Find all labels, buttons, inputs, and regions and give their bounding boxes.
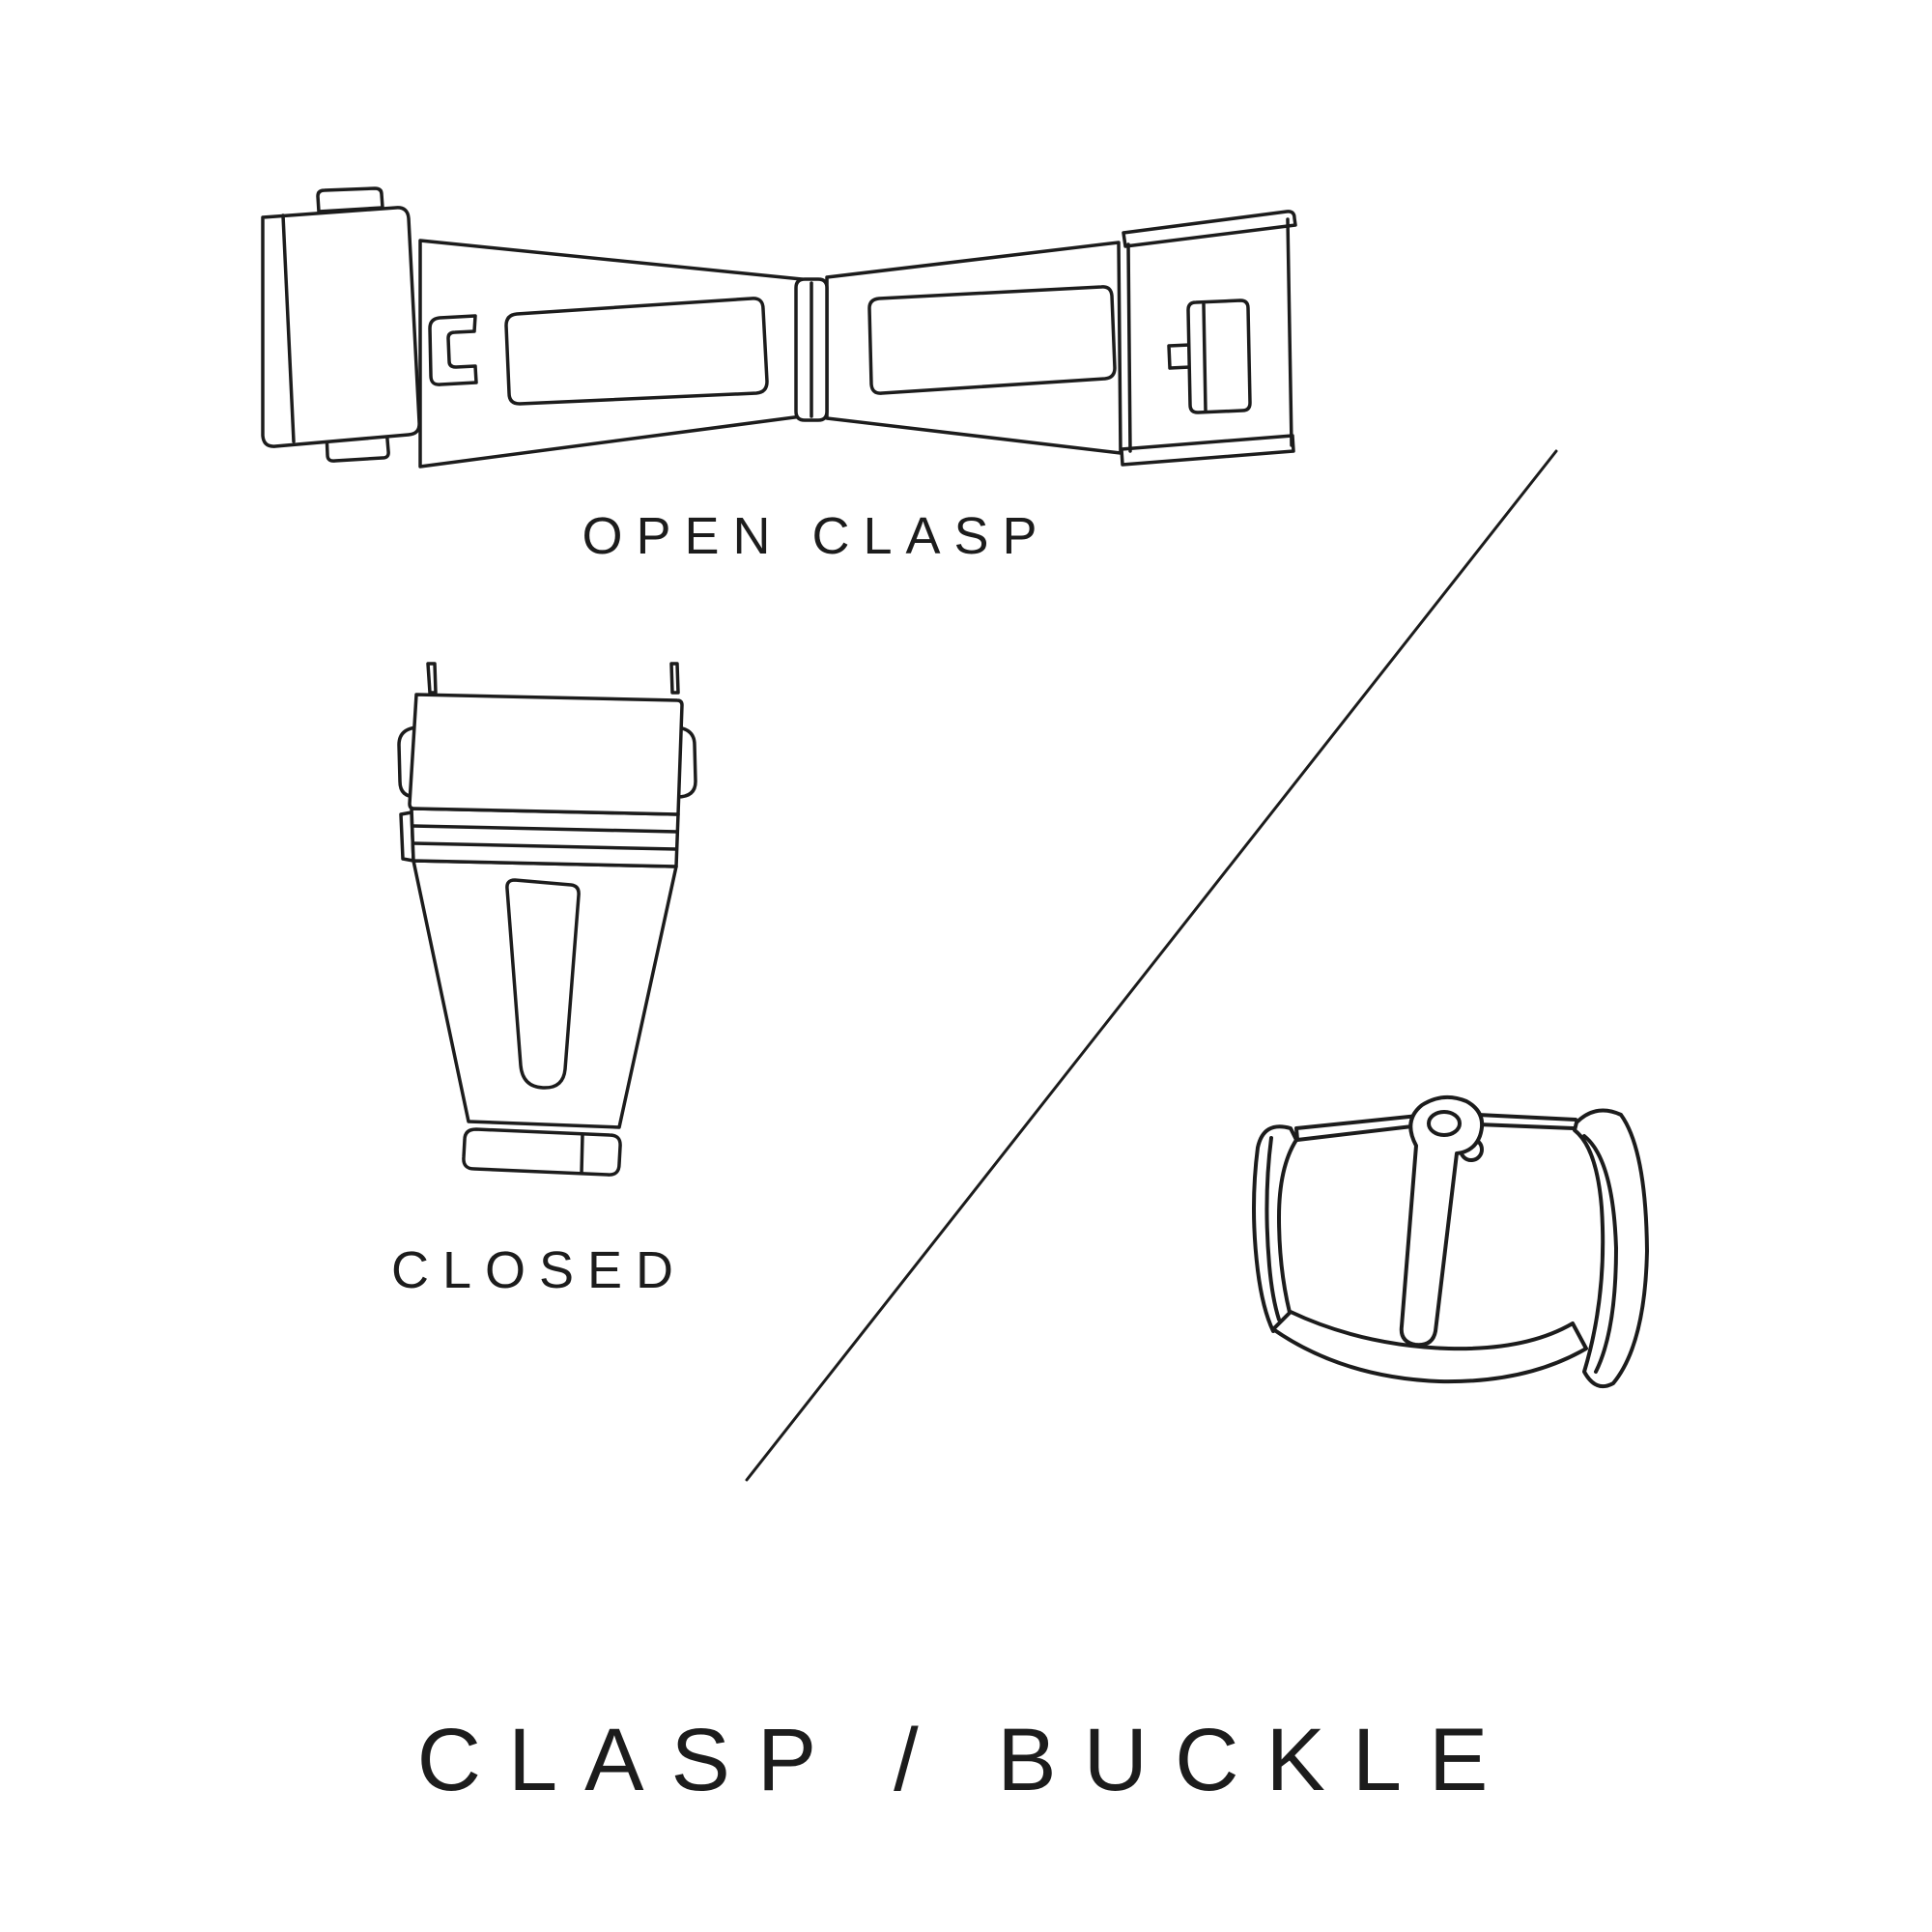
closed-clasp-bottom-cap: [462, 1127, 622, 1177]
open-clasp-left-arm: [418, 239, 804, 469]
open-clasp-illustration: [261, 186, 1297, 469]
diagonal-divider: [745, 449, 1558, 1482]
closed-clasp-illustration: [397, 662, 697, 1177]
open-clasp-drawing: [261, 186, 1297, 469]
buckle-tongue-loop-hole: [1427, 1110, 1462, 1137]
open-clasp-label: OPEN CLASP: [582, 507, 1051, 565]
buckle-bottom-band: [1271, 1310, 1588, 1384]
closed-clasp-top-block: [408, 693, 684, 816]
open-clasp-latch: [1186, 298, 1252, 414]
pin-buckle-drawing: [1252, 1094, 1649, 1388]
closed-clasp-drawing: [397, 662, 697, 1177]
page-title: CLASP / BUCKLE: [416, 1711, 1516, 1809]
divider-line: [745, 449, 1558, 1482]
open-clasp-fold-block: [261, 206, 421, 448]
buckle-tongue: [1399, 1094, 1485, 1348]
closed-clasp-band: [410, 807, 680, 868]
pin-buckle-illustration: [1252, 1094, 1649, 1388]
closed-clasp-label: CLOSED: [390, 1241, 688, 1299]
buckle-right-side: [1573, 1108, 1649, 1388]
buckle-left-side: [1252, 1124, 1298, 1333]
open-clasp-hook: [428, 314, 478, 386]
